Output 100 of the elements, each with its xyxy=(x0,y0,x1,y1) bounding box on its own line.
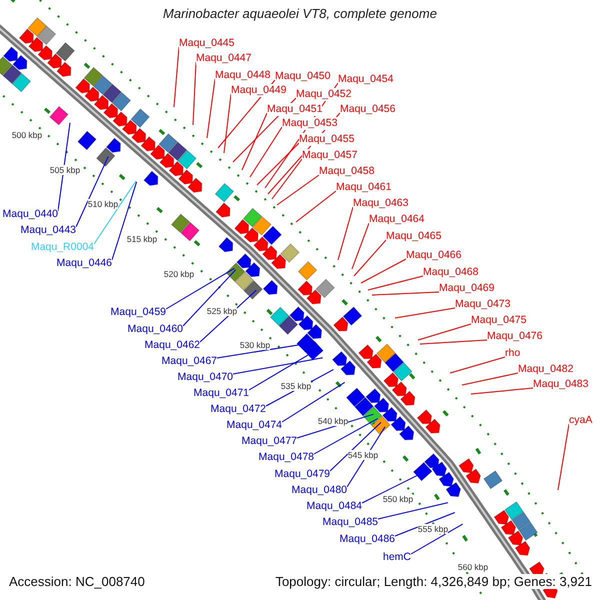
leader-line xyxy=(450,356,506,374)
leader-line xyxy=(232,357,324,374)
scale-label: 535 kbp xyxy=(280,381,312,391)
leader-line xyxy=(330,422,382,472)
gene-label: Maqu_0461 xyxy=(336,181,392,194)
gene-label: Maqu_0460 xyxy=(128,323,183,336)
gene-label: Maqu_0476 xyxy=(487,330,542,343)
scale-label: 515 kbp xyxy=(126,234,158,244)
leader-line xyxy=(276,174,320,206)
gene-label: Maqu_0459 xyxy=(110,306,166,319)
leader-line xyxy=(182,269,236,326)
gene-label: rho xyxy=(505,347,520,360)
leader-line xyxy=(216,342,310,358)
gene-label: Maqu_0466 xyxy=(406,249,462,262)
leader-line xyxy=(420,340,488,344)
scale-label: 530 kbp xyxy=(240,340,270,350)
leader-line xyxy=(76,156,109,228)
gene-label: Maqu_0468 xyxy=(423,266,478,279)
gene-label: Maqu_0458 xyxy=(319,165,374,178)
leader-line xyxy=(206,78,216,138)
leader-line xyxy=(112,181,138,260)
gene-label: Maqu_0477 xyxy=(242,435,297,448)
gene-label: Maqu_0485 xyxy=(322,516,378,529)
leader-line xyxy=(368,276,424,290)
leader-line xyxy=(242,112,268,170)
leader-line xyxy=(174,46,180,108)
leader-line xyxy=(394,512,456,536)
leader-line xyxy=(166,268,235,310)
gene-label: Maqu_0450 xyxy=(275,70,330,83)
gene-label: Maqu_0447 xyxy=(196,52,252,65)
scale-label: 520 kbp xyxy=(164,269,194,279)
gene-label: Maqu_0480 xyxy=(292,484,347,497)
scale-label: 510 kbp xyxy=(88,199,118,209)
gene-label: Maqu_R0004 xyxy=(30,241,94,254)
gene-label: Maqu_0455 xyxy=(299,133,354,146)
gene-label: Maqu_0462 xyxy=(144,339,200,352)
scale-label: 540 kbp xyxy=(318,416,348,426)
gene-label: Maqu_0469 xyxy=(439,282,494,295)
scale-label: 525 kbp xyxy=(206,306,238,316)
leader-line xyxy=(282,382,346,422)
gene-label: Maqu_0443 xyxy=(20,224,76,237)
gene-label: Maqu_0452 xyxy=(296,88,352,101)
leader-line xyxy=(250,126,282,178)
gene-label: Maqu_0451 xyxy=(267,103,322,116)
gene-label: Maqu_0473 xyxy=(455,298,510,311)
leader-line xyxy=(418,324,472,340)
gene-label: Maqu_0449 xyxy=(231,84,286,97)
gene-label: Maqu_0463 xyxy=(353,197,408,210)
gene-label: Maqu_0475 xyxy=(471,314,526,327)
scale-label: 500 kbp xyxy=(12,130,42,140)
gene-label: Maqu_0464 xyxy=(369,213,424,226)
scale-label: 555 kbp xyxy=(418,524,448,534)
leader-line xyxy=(314,418,378,454)
leader-line xyxy=(394,308,456,318)
leader-line xyxy=(372,292,440,296)
gene-label: Maqu_0472 xyxy=(210,403,266,416)
title: Marinobacter aquaeolei VT8, complete genome xyxy=(162,6,438,21)
gene-label: Maqu_0445 xyxy=(179,37,234,50)
gene-label: cyaA xyxy=(569,414,592,427)
scale-label: 550 kbp xyxy=(382,494,414,504)
leader-line xyxy=(360,258,406,284)
leader-line xyxy=(338,206,354,260)
gene-label: Maqu_0484 xyxy=(306,500,362,513)
gene-label: Maqu_0453 xyxy=(282,117,338,130)
leader-line xyxy=(224,94,232,154)
leader-line xyxy=(462,372,518,386)
leader-line xyxy=(296,190,336,222)
accession-text: Accession: NC_008740 xyxy=(9,574,145,589)
leader-line xyxy=(256,142,300,186)
leader-line xyxy=(362,470,426,504)
leader-line xyxy=(200,290,257,342)
leader-line xyxy=(352,222,370,270)
gene-label: Maqu_0471 xyxy=(194,387,249,400)
gene-label: Maqu_0474 xyxy=(226,419,282,432)
gene-label: Maqu_0470 xyxy=(178,371,233,384)
scale-label: 560 kbp xyxy=(458,562,488,572)
leader-line xyxy=(192,62,196,126)
leader-line xyxy=(470,388,534,394)
leader-line xyxy=(410,524,464,554)
leader-line xyxy=(378,502,448,520)
gene-label: Maqu_0478 xyxy=(258,451,314,464)
gene-label: Maqu_0456 xyxy=(340,103,396,116)
gene-label: Maqu_0454 xyxy=(338,73,394,86)
leader-line xyxy=(272,158,302,200)
genome-stats-text: Topology: circular; Length: 4,326,849 bp; Genes: 3,921 xyxy=(275,574,592,589)
gene-label: Maqu_0482 xyxy=(518,363,574,376)
gene-label: Maqu_0448 xyxy=(215,69,270,82)
gene-label: Maqu_0467 xyxy=(162,355,217,368)
scale-label: 505 kbp xyxy=(50,165,80,175)
gene-label: Maqu_0446 xyxy=(56,257,112,270)
leader-line xyxy=(94,180,136,244)
gene-label: Maqu_0465 xyxy=(386,230,442,243)
scale-label: 545 kbp xyxy=(348,450,378,460)
gene-label: Maqu_0457 xyxy=(302,149,358,162)
gene-label: Maqu_0486 xyxy=(340,533,395,546)
leader-line xyxy=(354,240,386,276)
leader-line xyxy=(558,424,570,490)
gene-label: Maqu_0479 xyxy=(274,468,330,481)
gene-label: Maqu_0483 xyxy=(533,378,588,391)
gene-label: Maqu_0440 xyxy=(2,208,58,221)
